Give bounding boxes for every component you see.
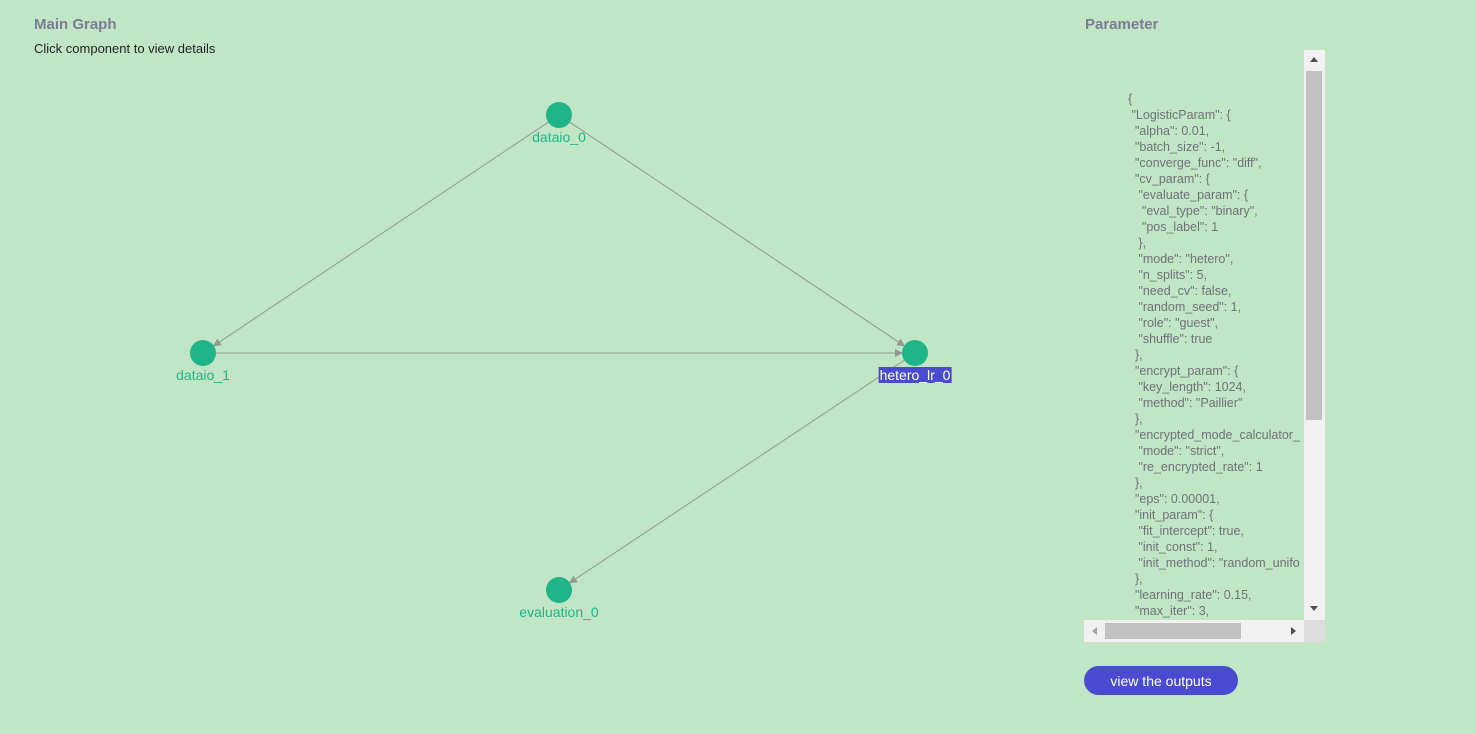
- node-circle-evaluation_0[interactable]: [546, 577, 572, 603]
- scroll-right-icon[interactable]: [1291, 627, 1296, 635]
- node-circle-dataio_0[interactable]: [546, 102, 572, 128]
- node-dataio_1[interactable]: dataio_1: [176, 340, 230, 383]
- scrollbar-corner: [1304, 620, 1325, 642]
- node-label-dataio_1[interactable]: dataio_1: [176, 367, 230, 383]
- parameter-panel[interactable]: { "LogisticParam": { "alpha": 0.01, "bat…: [1084, 50, 1325, 642]
- node-label-dataio_0[interactable]: dataio_0: [532, 129, 586, 145]
- main-graph-title: Main Graph: [34, 16, 117, 33]
- node-circle-dataio_1[interactable]: [190, 340, 216, 366]
- scroll-up-icon[interactable]: [1310, 57, 1318, 62]
- node-circle-hetero_lr_0[interactable]: [902, 340, 928, 366]
- parameter-json-text: { "LogisticParam": { "alpha": 0.01, "bat…: [1128, 92, 1300, 618]
- edge-dataio_0-to-hetero_lr_0: [568, 121, 906, 347]
- graph-hint: Click component to view details: [34, 41, 216, 56]
- parameter-title: Parameter: [1085, 16, 1159, 33]
- selected-label-highlight: [878, 367, 952, 383]
- node-label-evaluation_0[interactable]: evaluation_0: [519, 604, 599, 620]
- vertical-scrollbar[interactable]: [1304, 50, 1325, 620]
- horizontal-scroll-thumb[interactable]: [1105, 623, 1241, 639]
- node-evaluation_0[interactable]: evaluation_0: [519, 577, 599, 620]
- node-label-hetero_lr_0[interactable]: hetero_lr_0: [880, 367, 951, 383]
- edge-hetero_lr_0-to-evaluation_0: [568, 359, 906, 584]
- component-graph: dataio_0 dataio_1 hetero_lr_0 evaluation_0: [176, 102, 952, 620]
- scroll-left-icon[interactable]: [1092, 627, 1097, 635]
- horizontal-scrollbar[interactable]: [1084, 620, 1304, 642]
- parameter-json-view: { "LogisticParam": { "alpha": 0.01, "bat…: [1084, 50, 1304, 620]
- vertical-scroll-thumb[interactable]: [1306, 71, 1322, 420]
- scroll-down-icon[interactable]: [1310, 606, 1318, 611]
- view-outputs-button[interactable]: view the outputs: [1084, 666, 1238, 695]
- node-dataio_0[interactable]: dataio_0: [532, 102, 586, 145]
- node-hetero_lr_0[interactable]: hetero_lr_0: [878, 340, 952, 383]
- edge-dataio_0-to-dataio_1: [212, 121, 550, 347]
